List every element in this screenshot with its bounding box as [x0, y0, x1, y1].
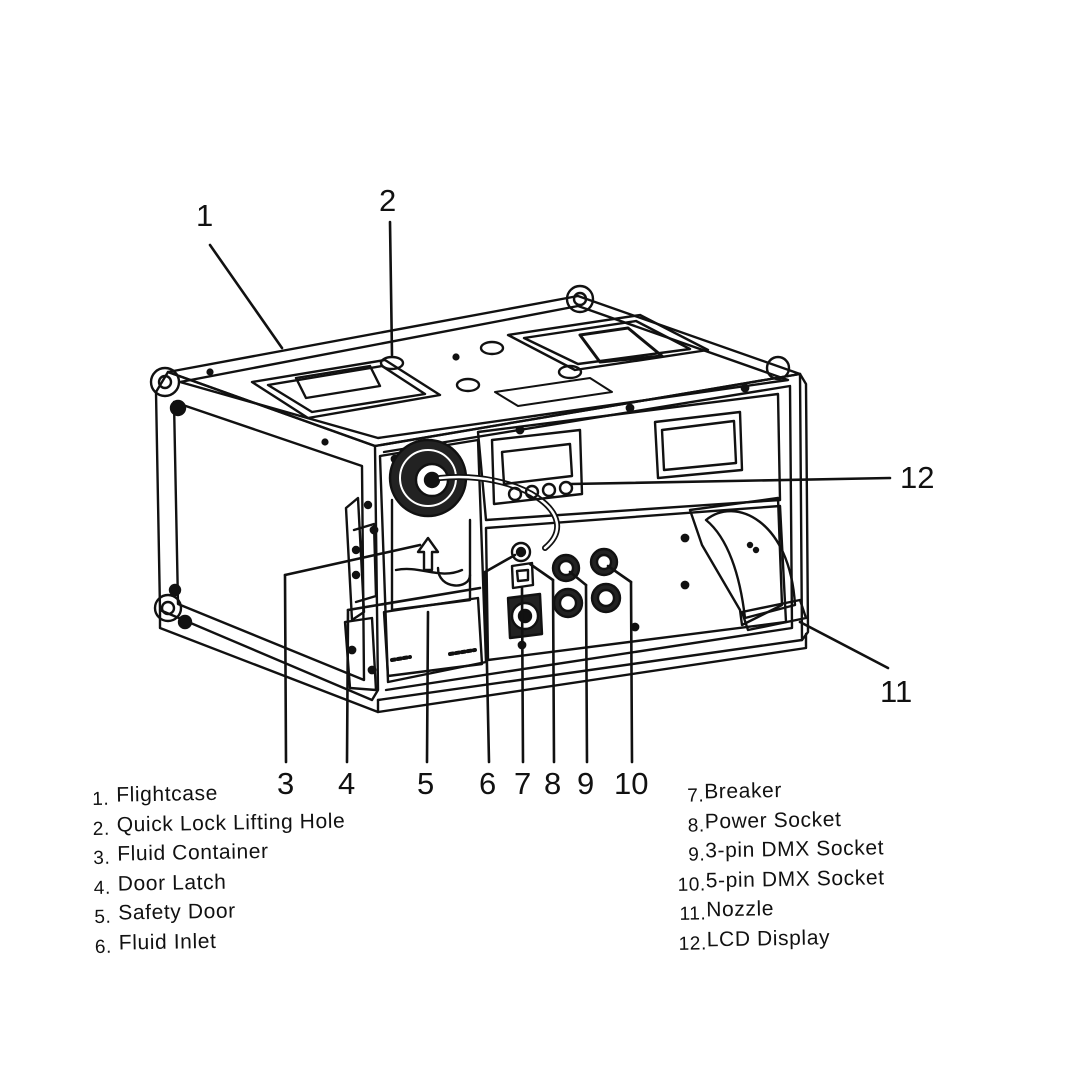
callout-6: 6: [479, 766, 496, 801]
recessed-handle-icon: [250, 313, 710, 420]
legend-number: 6.: [94, 936, 113, 958]
callout-5: 5: [417, 766, 434, 801]
safety-door: [382, 596, 484, 678]
legend-number: 2.: [92, 818, 111, 840]
legend-item: 4.Door Latch: [94, 867, 347, 901]
legend-number: 3.: [93, 847, 111, 869]
breaker: [510, 561, 535, 590]
legend-label: Power Socket: [704, 807, 842, 833]
power-socket: [506, 592, 544, 640]
dmx-5pin-socket: [589, 547, 622, 614]
legend-item: 2.Quick Lock Lifting Hole: [93, 808, 346, 842]
legend-label: Nozzle: [706, 897, 775, 922]
fluid-hose: [437, 474, 561, 551]
legend-number: 8.: [687, 814, 705, 837]
callout-12: 12: [900, 460, 934, 495]
callout-1: 1: [196, 198, 213, 233]
legend-number: 12.: [678, 932, 708, 955]
callout-2: 2: [379, 183, 396, 218]
legend-label: Breaker: [704, 779, 783, 804]
legend-item: 10.5-pin DMX Socket: [670, 865, 885, 898]
callout-10: 10: [614, 766, 648, 801]
legend-item: 11.Nozzle: [670, 894, 885, 927]
legend-left: 1. Flightcase 2.Quick Lock Lifting Hole 3…: [92, 779, 348, 960]
legend-number: 9.: [688, 844, 706, 866]
leader-lines: [208, 220, 892, 764]
legend-item: 6.Fluid Inlet: [95, 926, 348, 960]
callout-3: 3: [277, 766, 294, 801]
legend-number: 10.: [677, 873, 707, 896]
fluid-inlet: [510, 541, 532, 563]
callout-8: 8: [544, 766, 561, 801]
legend-item: 3. Fluid Container: [93, 838, 346, 872]
legend-right: 7.Breaker 8.Power Socket 9.3-pin DMX Soc…: [668, 776, 886, 957]
legend-item: 8.Power Socket: [669, 806, 884, 839]
fill-arrow-icon: [416, 536, 440, 572]
legend-label: Safety Door: [118, 899, 236, 925]
legend-item: 12.LCD Display: [671, 924, 886, 957]
legend-label: Fluid Container: [117, 839, 269, 866]
legend-label: 5-pin DMX Socket: [705, 865, 885, 892]
legend-item: 9.3-pin DMX Socket: [669, 835, 884, 868]
legend-item: 7.Breaker: [668, 776, 883, 809]
legend-number: 1.: [92, 788, 110, 810]
callout-11: 11: [880, 674, 912, 709]
legend-number: 5.: [94, 906, 112, 928]
legend-label: LCD Display: [706, 925, 831, 951]
legend-label: 3-pin DMX Socket: [705, 836, 885, 863]
legend-number: 7.: [687, 785, 705, 807]
legend-item: 1. Flightcase: [92, 779, 345, 813]
callout-numbers: 1 2 3 4 5 6 7 8 9 10 11 12: [196, 183, 934, 801]
legend-label: Quick Lock Lifting Hole: [116, 809, 346, 837]
callout-9: 9: [577, 766, 594, 801]
quick-lock-lifting-hole: [379, 340, 613, 407]
lcd-display: [490, 410, 744, 506]
legend-number: 4.: [93, 877, 112, 899]
legend-number: 11.: [679, 903, 707, 925]
callout-7: 7: [514, 766, 531, 801]
nozzle: [688, 496, 808, 632]
fluid-container: [388, 438, 472, 612]
legend-item: 5. Safety Door: [94, 897, 347, 931]
legend-label: Flightcase: [116, 781, 219, 807]
legend-label: Door Latch: [117, 870, 227, 896]
ball-corner-icon: [149, 284, 791, 630]
dmx-3pin-socket: [551, 553, 584, 619]
legend-label: Fluid Inlet: [118, 929, 217, 955]
callout-4: 4: [338, 766, 355, 801]
